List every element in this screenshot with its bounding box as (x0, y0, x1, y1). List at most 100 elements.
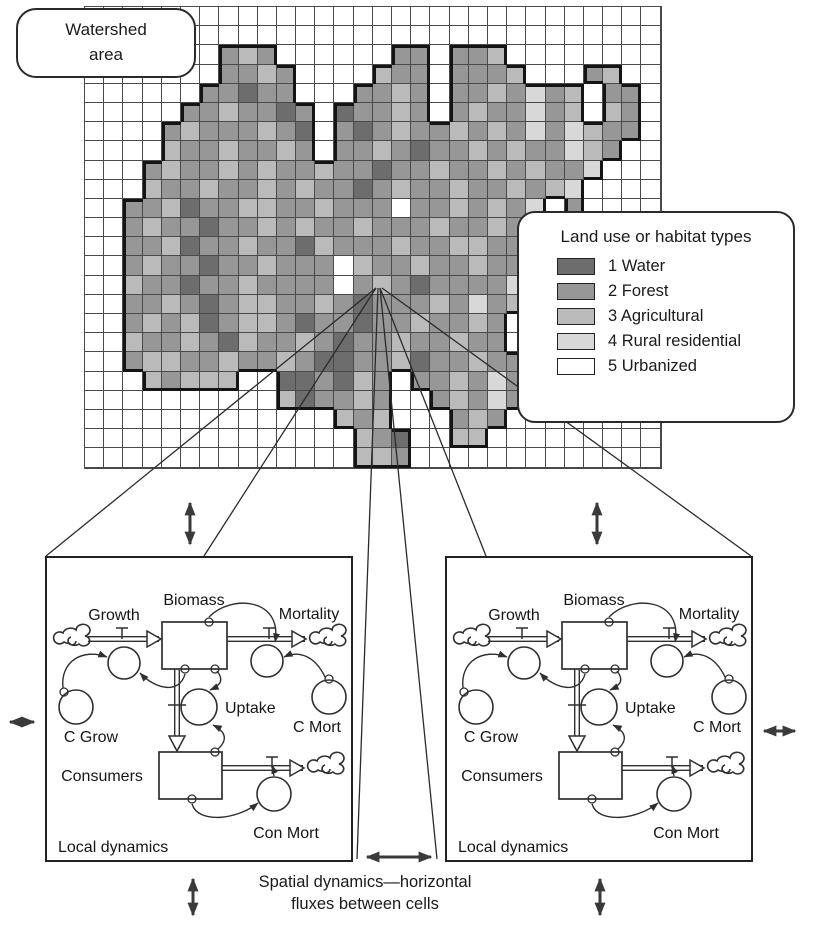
consumer-mortality-flow-pipe (222, 756, 306, 778)
grid-cell (641, 83, 661, 103)
grid-cell (334, 237, 354, 257)
c-mort-converter (311, 679, 347, 715)
grid-cell (411, 275, 431, 295)
grid-cell (104, 237, 124, 257)
grid-cell (238, 275, 258, 295)
grid-cell (583, 45, 604, 65)
grid-cell (276, 390, 297, 410)
port-dot (210, 664, 220, 674)
grid-cell (200, 448, 220, 468)
grid-cell (123, 141, 143, 161)
grid-cell (449, 275, 469, 295)
grid-cell (219, 45, 239, 65)
port-dot (59, 687, 69, 697)
biomass-stock (161, 621, 228, 670)
grid-cell (180, 102, 201, 123)
connector-cmort-to-mortality (283, 650, 326, 678)
grid-cell (257, 198, 277, 219)
grid-cell (200, 237, 220, 257)
grid-cell (200, 256, 220, 276)
grid-cell (296, 198, 316, 219)
grid-cell (276, 314, 297, 334)
grid-cell (161, 179, 181, 199)
con-mort-converter (256, 776, 292, 812)
grid-cell (449, 141, 469, 161)
growth-label: Growth (488, 607, 540, 624)
grid-cell (487, 198, 508, 219)
grid-cell (372, 448, 392, 468)
grid-cell (353, 429, 373, 449)
grid-cell (430, 160, 450, 180)
port-dot (204, 617, 214, 627)
grid-cell (123, 218, 143, 238)
grid-cell (161, 294, 181, 314)
growth-label: Growth (88, 607, 140, 624)
con-mort-label: Con Mort (653, 825, 719, 842)
grid-cell (200, 141, 220, 161)
grid-cell (392, 141, 412, 161)
grid-cell (622, 448, 642, 468)
grid-cell (238, 83, 258, 103)
grid-cell (430, 141, 450, 161)
grid-cell (257, 45, 277, 65)
grid-cell (411, 237, 431, 257)
legend-item: 1 Water (557, 257, 793, 276)
fan-line (203, 287, 377, 557)
biomass-stock (561, 621, 628, 670)
grid-cell (411, 256, 431, 276)
grid-cell (180, 237, 201, 257)
grid-cell (603, 83, 623, 103)
port-dot (324, 674, 334, 684)
grid-cell (353, 198, 373, 219)
grid-cell (200, 45, 220, 65)
grid-cell (257, 390, 277, 410)
grid-cell (430, 371, 450, 391)
grid-cell (468, 45, 488, 65)
grid-cell (487, 352, 508, 372)
grid-cell (392, 429, 412, 449)
grid-cell (564, 64, 584, 84)
port-dot (610, 747, 620, 757)
grid-cell (430, 45, 450, 65)
grid-cell (276, 7, 297, 27)
grid-cell (603, 141, 623, 161)
grid-cell (104, 390, 124, 410)
grid-cell (315, 141, 335, 161)
grid-cell (123, 448, 143, 468)
grid-cell (564, 7, 584, 27)
grid-cell (487, 64, 508, 84)
grid-cell (372, 429, 392, 449)
grid-cell (104, 371, 124, 391)
grid-cell (449, 409, 469, 430)
grid-cell (392, 409, 412, 430)
grid-cell (392, 218, 412, 238)
grid-cell (85, 160, 105, 180)
grid-cell (334, 275, 354, 295)
grid-cell (545, 429, 565, 449)
grid-cell (411, 333, 431, 353)
grid-cell (85, 179, 105, 199)
watershed-area-callout: Watershed area (16, 8, 196, 78)
grid-cell (276, 64, 297, 84)
grid-cell (334, 83, 354, 103)
connector-consumers-to-uptake (212, 724, 226, 750)
grid-cell (507, 102, 527, 123)
grid-cell (411, 122, 431, 142)
grid-cell (200, 429, 220, 449)
grid-cell (411, 179, 431, 199)
grid-cell (641, 141, 661, 161)
grid-cell (315, 314, 335, 334)
biomass-label: Biomass (563, 592, 624, 609)
legend-item-label: 5 Urbanized (608, 357, 697, 376)
grid-cell (238, 314, 258, 334)
grid-cell (104, 429, 124, 449)
grid-cell (583, 429, 604, 449)
grid-cell (526, 160, 546, 180)
grid-cell (507, 45, 527, 65)
flow-arrowhead-icon (291, 629, 308, 649)
grid-cell (276, 275, 297, 295)
connector-biomass-to-growth (139, 672, 186, 689)
grid-cell (257, 409, 277, 430)
grid-cell (161, 409, 181, 430)
grid-cell (296, 275, 316, 295)
